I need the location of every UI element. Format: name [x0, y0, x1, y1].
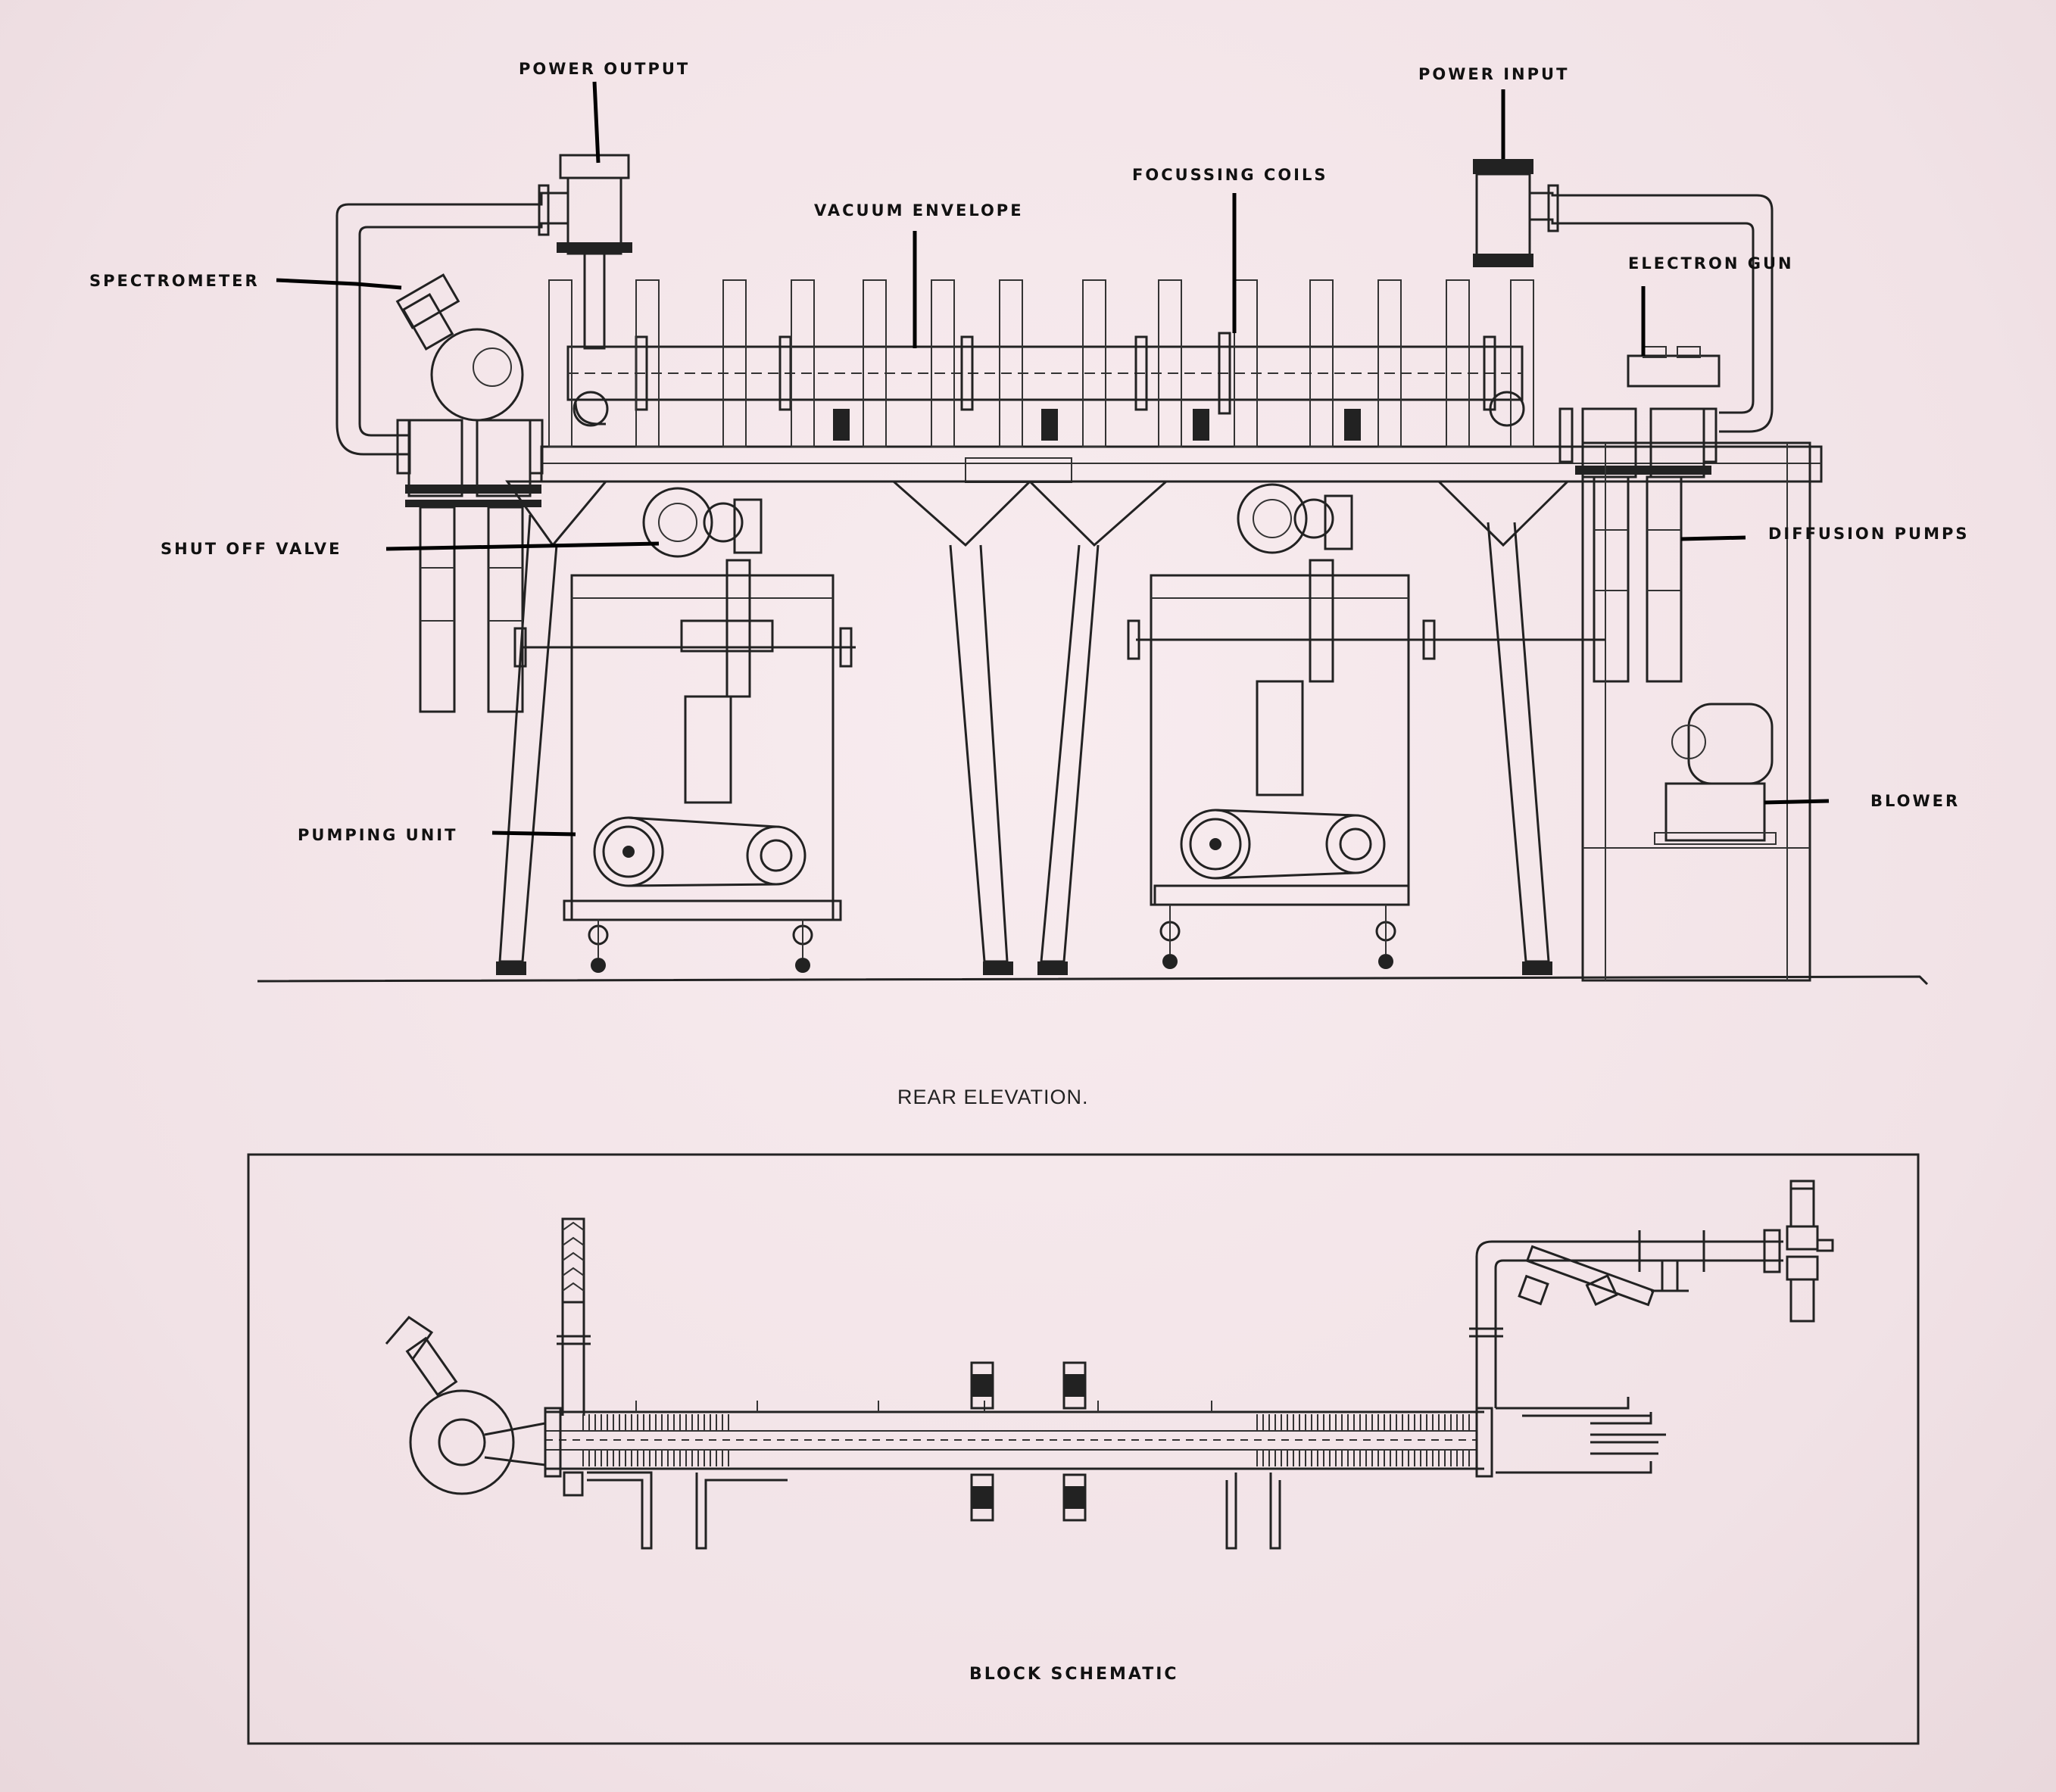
block-schematic: BLOCK SCHEMATIC	[247, 1153, 1920, 1745]
schematic-input-waveguide	[1469, 1229, 1783, 1408]
schematic-spectrometer	[385, 1316, 546, 1495]
blower	[1654, 703, 1777, 845]
schematic-border	[247, 1153, 1920, 1745]
label-power-output: POWER OUTPUT	[519, 60, 690, 78]
hopper-left	[505, 480, 609, 547]
schematic-focusing-coils	[970, 1361, 1087, 1522]
label-shut-off-valve: SHUT OFF VALVE	[161, 540, 342, 558]
schematic-gun-leads	[1496, 1397, 1666, 1474]
diffusion-pumps-left	[396, 419, 544, 713]
spectrometer	[395, 273, 524, 422]
label-spectrometer: SPECTROMETER	[89, 272, 260, 290]
rear-elevation: POWER OUTPUT POWER INPUT VACUUM ENVELOPE…	[89, 60, 1970, 1108]
schematic-pump-ports	[587, 1471, 1281, 1550]
label-vacuum-envelope: VACUUM ENVELOPE	[814, 201, 1024, 220]
pumping-unit-right	[1127, 559, 1605, 969]
schematic-electron-gun	[1786, 1180, 1834, 1323]
label-power-input: POWER INPUT	[1418, 65, 1569, 83]
hopper-right	[1436, 480, 1571, 547]
tube-flanges	[635, 332, 1496, 415]
hopper-center-left	[891, 480, 1033, 547]
label-focussing-coils: FOCUSSING COILS	[1132, 166, 1328, 184]
focussing-coil-frames	[548, 279, 1534, 447]
leader-lines	[276, 81, 1830, 837]
label-diffusion-pumps: DIFFUSION PUMPS	[1768, 525, 1970, 543]
schematic-output-waveguide	[557, 1217, 591, 1497]
schematic-main-tube	[544, 1401, 1493, 1478]
pumping-unit-left	[513, 559, 856, 973]
floor-line	[257, 975, 1929, 986]
label-blower: BLOWER	[1870, 792, 1960, 810]
power-input-window	[1473, 159, 1774, 433]
shut-off-valve-right	[1237, 483, 1353, 554]
caption-block-schematic: BLOCK SCHEMATIC	[969, 1665, 1179, 1684]
caption-rear-elevation: REAR ELEVATION.	[897, 1086, 1089, 1108]
right-rack	[1581, 441, 1811, 982]
support-legs	[496, 514, 1552, 975]
power-output-window	[335, 154, 632, 456]
shut-off-valve-left	[642, 487, 763, 558]
hopper-center-right	[1027, 480, 1169, 547]
label-electron-gun: ELECTRON GUN	[1628, 254, 1794, 273]
label-pumping-unit: PUMPING UNIT	[298, 826, 457, 844]
